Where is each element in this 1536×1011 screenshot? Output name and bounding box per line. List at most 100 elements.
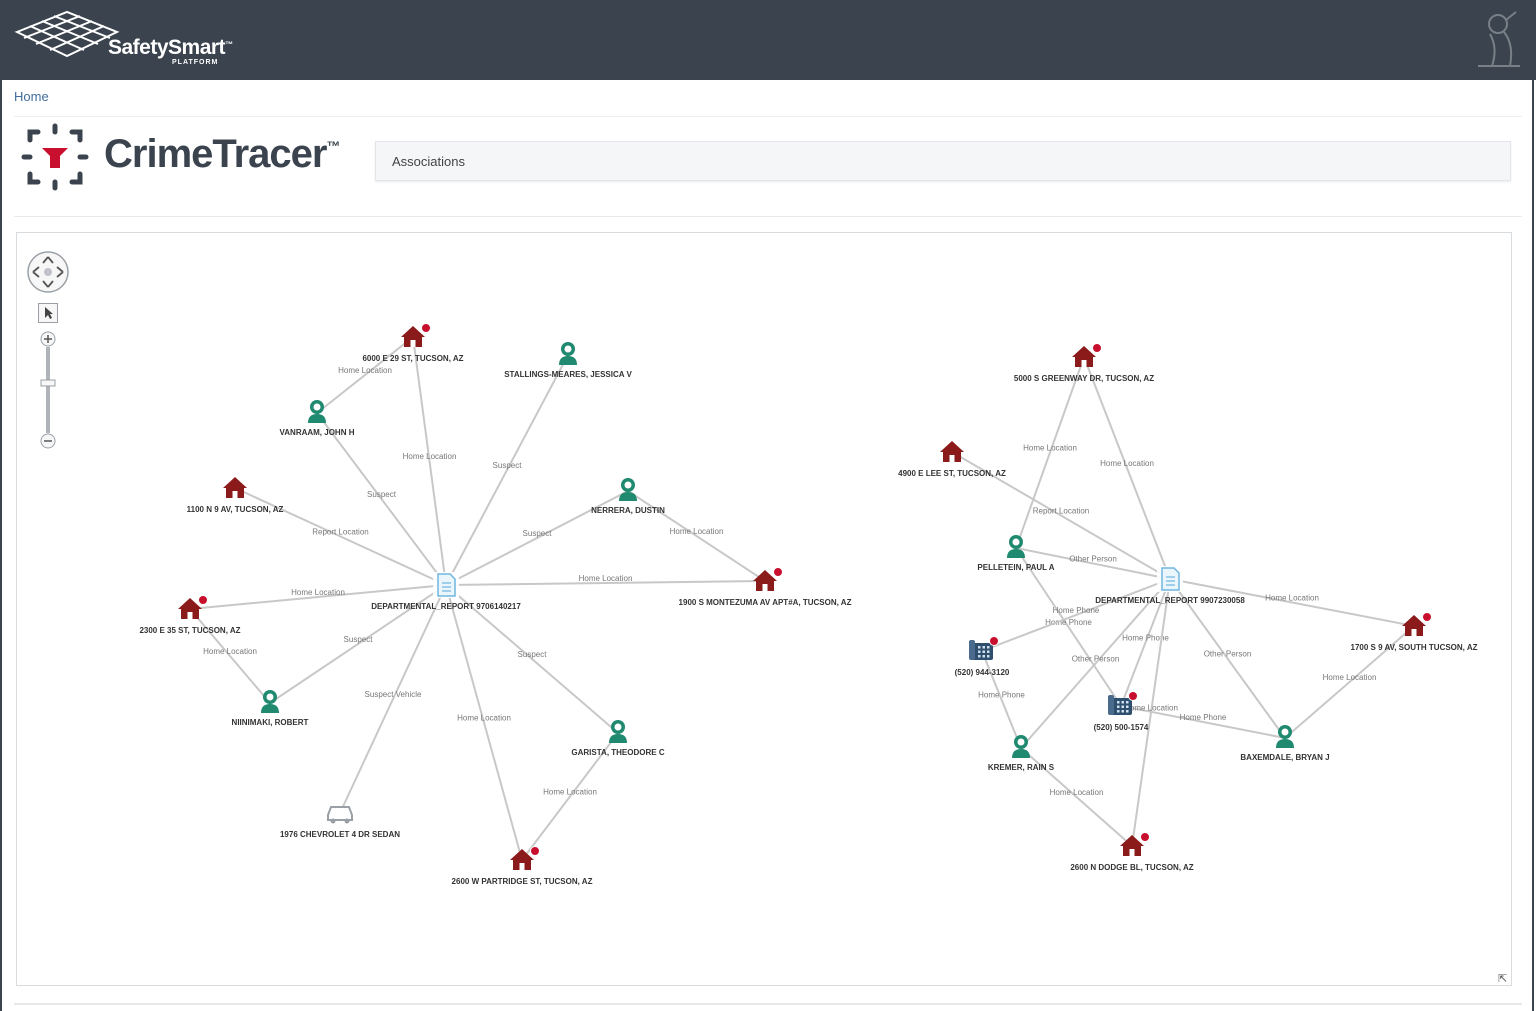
- node-label: NERRERA, DUSTIN: [591, 506, 665, 515]
- graph-node-report[interactable]: DEPARTMENTAL_REPORT 9907230058: [1095, 566, 1245, 605]
- edge-label: Home Location: [1100, 459, 1154, 468]
- graph-edge[interactable]: Suspect: [445, 490, 629, 586]
- edge-label: Suspect: [344, 635, 374, 644]
- graph-node-location[interactable]: 4900 E LEE ST, TUCSON, AZ: [898, 441, 1006, 478]
- graph-edge[interactable]: Home Location: [1015, 356, 1085, 549]
- graph-edge[interactable]: Home Phone: [1120, 578, 1171, 707]
- resize-handle-icon[interactable]: ⇱: [1498, 973, 1508, 985]
- alert-badge-icon: [773, 567, 783, 577]
- graph-edge[interactable]: Home Phone: [978, 650, 1025, 749]
- graph-edge[interactable]: Home Location: [521, 732, 619, 861]
- graph-edge[interactable]: Home Phone: [981, 578, 1171, 652]
- edge-label: Home Phone: [1180, 713, 1227, 722]
- graph-edge[interactable]: Other Person: [1169, 578, 1286, 739]
- graph-node-person[interactable]: STALLINGS-MEARES, JESSICA V: [504, 342, 632, 379]
- graph-edge[interactable]: Home Phone: [1120, 705, 1286, 739]
- node-label: DEPARTMENTAL_REPORT 9907230058: [1095, 596, 1245, 605]
- house-icon: [753, 570, 777, 591]
- graph-edge[interactable]: Home Location: [1124, 578, 1178, 847]
- edge-label: Home Location: [203, 647, 257, 656]
- graph-edge[interactable]: Home Location: [403, 336, 457, 586]
- graph-edge[interactable]: Home Location: [1083, 356, 1171, 580]
- edge-label: Home Phone: [1122, 634, 1169, 643]
- edge-label: Other Person: [1069, 555, 1117, 564]
- graph-edge[interactable]: Home Location: [445, 584, 523, 861]
- node-label: 1100 N 9 AV, TUCSON, AZ: [187, 505, 284, 514]
- graph-node-location[interactable]: 5000 S GREENWAY DR, TUCSON, AZ: [1014, 343, 1154, 384]
- graph-node-person[interactable]: KREMER, RAIN S: [988, 735, 1055, 772]
- graph-edge[interactable]: Other Person: [1020, 578, 1171, 749]
- pan-control-icon[interactable]: [26, 250, 70, 294]
- graph-edge[interactable]: Home Location: [189, 608, 271, 704]
- graph-node-location[interactable]: 6000 E 29 ST, TUCSON, AZ: [362, 323, 464, 364]
- app-title: CrimeTracer™: [104, 132, 341, 176]
- graph-edge[interactable]: Report Location: [234, 487, 447, 586]
- graph-node-person[interactable]: VANRAAM, JOHN H: [280, 400, 355, 437]
- edge-label: Home Location: [1323, 673, 1377, 682]
- house-icon: [1120, 835, 1144, 856]
- house-icon: [940, 441, 964, 462]
- alert-badge-icon: [1092, 343, 1102, 353]
- graph-edge[interactable]: Home Location: [445, 574, 766, 586]
- platform-subtitle: PLATFORM: [172, 59, 219, 66]
- graph-edge[interactable]: Home Location: [316, 336, 414, 414]
- edge-label: Home Phone: [1045, 618, 1092, 627]
- edge-label: Suspect: [518, 650, 548, 659]
- node-label: NIINIMAKI, ROBERT: [232, 718, 309, 727]
- node-label: (520) 944-3120: [955, 668, 1010, 677]
- node-label: BAXEMDALE, BRYAN J: [1240, 753, 1329, 762]
- graph-node-phone[interactable]: (520) 500-1574: [1094, 691, 1149, 733]
- graph-edge[interactable]: Home Location: [1284, 625, 1415, 739]
- alert-badge-icon: [1422, 612, 1432, 622]
- graph-edge[interactable]: Suspect: [269, 584, 447, 704]
- graph-node-location[interactable]: 2300 E 35 ST, TUCSON, AZ: [139, 595, 241, 636]
- header-divider: [14, 116, 1522, 117]
- node-label: VANRAAM, JOHN H: [280, 428, 355, 437]
- safetysmart-brand: SafetySmart™: [108, 36, 233, 59]
- graph-node-phone[interactable]: (520) 944-3120: [955, 636, 1010, 678]
- graph-node-person[interactable]: NIINIMAKI, ROBERT: [232, 690, 309, 727]
- node-label: (520) 500-1574: [1094, 723, 1149, 732]
- node-label: STALLINGS-MEARES, JESSICA V: [504, 370, 632, 379]
- graph-node-location[interactable]: 1900 S MONTEZUMA AV APT#A, TUCSON, AZ: [679, 567, 852, 608]
- graph-node-location[interactable]: 1700 S 9 AV, SOUTH TUCSON, AZ: [1351, 612, 1478, 653]
- graph-edge[interactable]: Home Location: [1020, 747, 1133, 847]
- graph-node-location[interactable]: 1100 N 9 AV, TUCSON, AZ: [187, 477, 284, 514]
- graph-edge[interactable]: Report Location: [951, 451, 1171, 580]
- edge-label: Home Location: [403, 452, 457, 461]
- graph-nodes: DEPARTMENTAL_REPORT 9706140217 6000 E 29 …: [139, 323, 1478, 887]
- node-label: 1976 CHEVROLET 4 DR SEDAN: [280, 830, 400, 839]
- graph-edge[interactable]: Suspect: [316, 412, 447, 586]
- graph-node-person[interactable]: GARISTA, THEODORE C: [571, 720, 665, 757]
- graph-node-location[interactable]: 2600 N DODGE BL, TUCSON, AZ: [1070, 832, 1194, 873]
- zoom-slider[interactable]: [38, 331, 58, 449]
- graph-node-report[interactable]: DEPARTMENTAL_REPORT 9706140217: [371, 572, 521, 611]
- safetysmart-net-logo-icon: [14, 10, 120, 58]
- edge-label: Suspect: [523, 529, 553, 538]
- graph-node-location[interactable]: 2600 W PARTRIDGE ST, TUCSON, AZ: [452, 846, 593, 887]
- graph-edge[interactable]: Suspect: [445, 354, 569, 586]
- graph-edge[interactable]: Home Location: [189, 584, 447, 610]
- graph-edge[interactable]: Suspect: [445, 584, 619, 734]
- graph-edge[interactable]: Home Phone: [1015, 547, 1122, 707]
- edge-label: Suspect: [493, 461, 523, 470]
- edge-label: Home Location: [291, 588, 345, 597]
- graph-edge[interactable]: Home Location: [1169, 578, 1415, 627]
- graph-edge[interactable]: Suspect Vehicle: [339, 584, 447, 814]
- agency-seal-icon: [1478, 11, 1520, 67]
- select-pointer-icon[interactable]: [38, 303, 58, 323]
- graph-node-vehicle[interactable]: 1976 CHEVROLET 4 DR SEDAN: [280, 806, 400, 839]
- graph-edge[interactable]: Home Location: [627, 490, 766, 582]
- graph-node-person[interactable]: NERRERA, DUSTIN: [591, 478, 665, 515]
- edge-label: Report Location: [1033, 507, 1089, 516]
- graph-node-person[interactable]: PELLETEIN, PAUL A: [977, 535, 1055, 572]
- graph-node-person[interactable]: BAXEMDALE, BRYAN J: [1240, 725, 1330, 762]
- footer-divider: [14, 1003, 1522, 1005]
- edge-label: Home Location: [338, 366, 392, 375]
- breadcrumb-home-link[interactable]: Home: [14, 89, 49, 104]
- graph-edge[interactable]: Other Person: [1015, 547, 1171, 580]
- edge-label: Home Location: [579, 574, 633, 583]
